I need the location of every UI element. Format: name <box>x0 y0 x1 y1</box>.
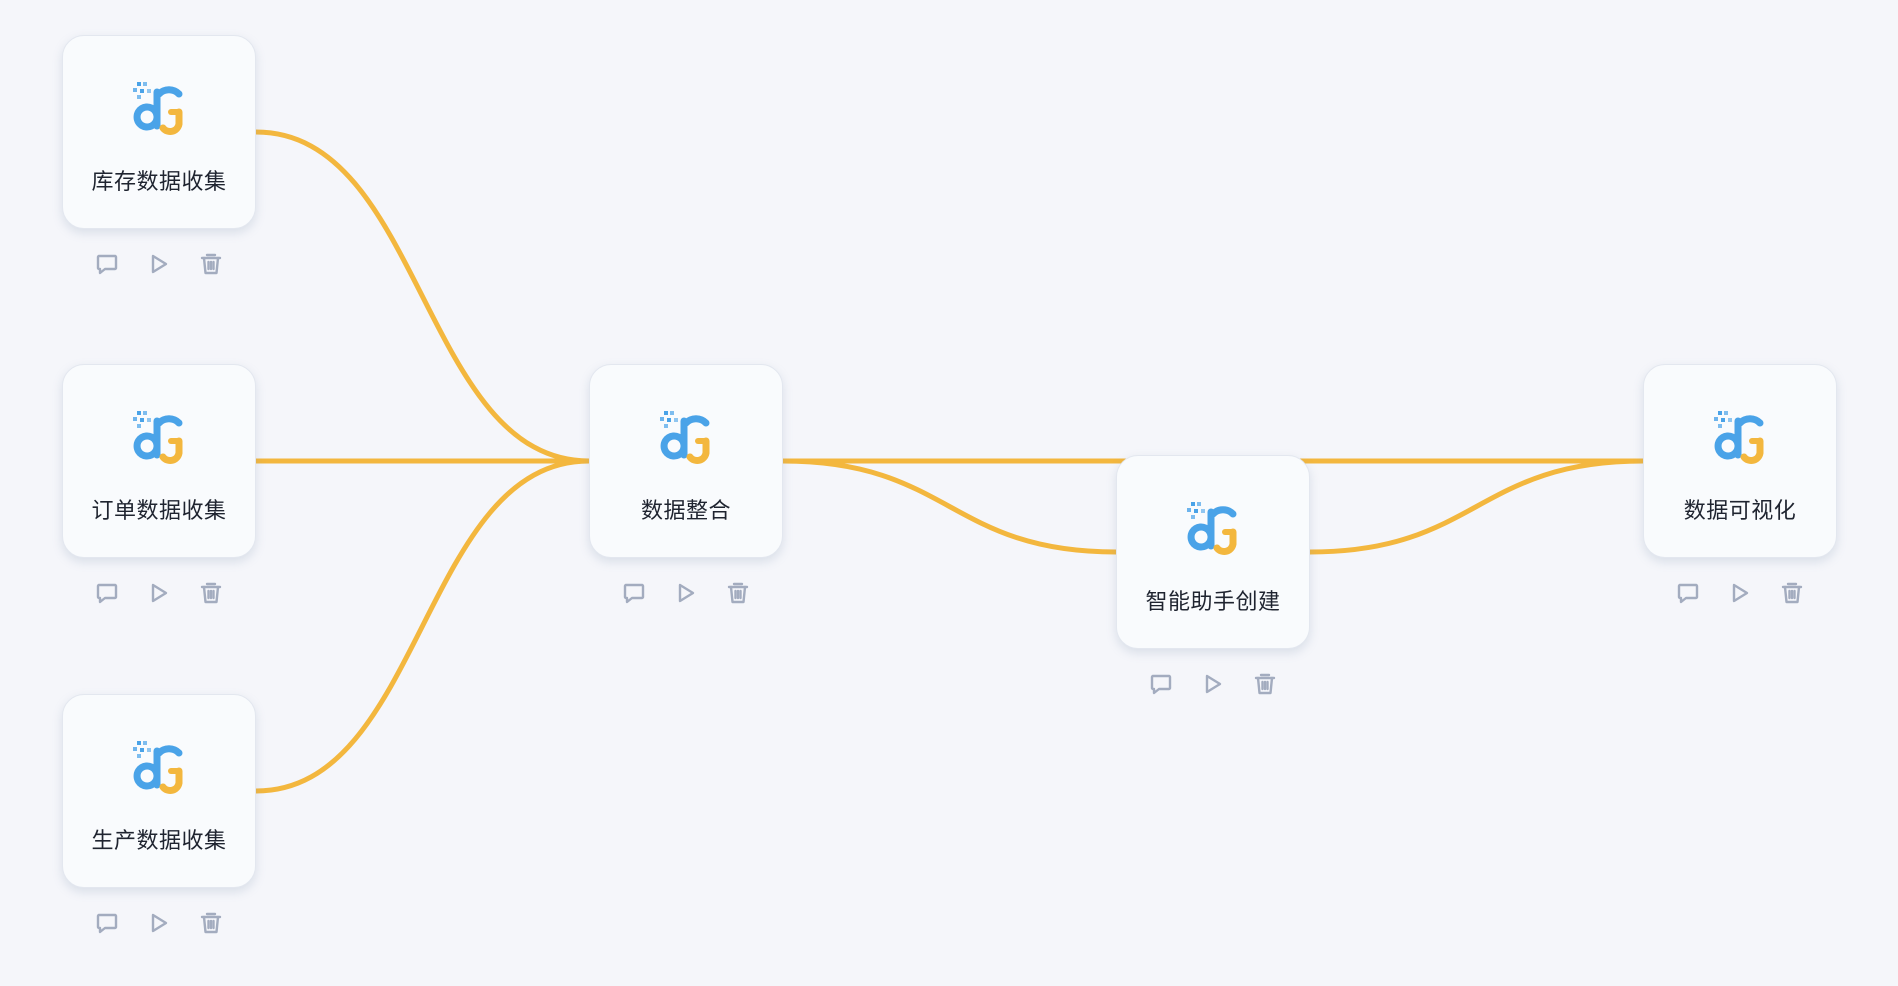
app-logo-icon <box>127 739 193 799</box>
node-actions <box>1116 669 1310 703</box>
node-actions <box>1643 578 1837 612</box>
comment-icon[interactable] <box>1146 669 1176 699</box>
app-logo-icon <box>1181 500 1247 560</box>
app-logo-icon <box>127 80 193 140</box>
node-label: 生产数据收集 <box>91 829 227 854</box>
node-label: 智能助手创建 <box>1145 590 1281 615</box>
app-logo-icon <box>654 409 720 469</box>
node-actions <box>62 249 256 283</box>
node-label: 数据整合 <box>640 499 731 524</box>
run-icon[interactable] <box>671 578 701 608</box>
app-logo-icon <box>1708 409 1774 469</box>
comment-icon[interactable] <box>619 578 649 608</box>
node-actions <box>62 578 256 612</box>
delete-icon[interactable] <box>196 578 226 608</box>
node-actions <box>589 578 783 612</box>
edge-n4-n5 <box>780 458 1119 555</box>
delete-icon[interactable] <box>1250 669 1280 699</box>
delete-icon[interactable] <box>1777 578 1807 608</box>
comment-icon[interactable] <box>92 578 122 608</box>
workflow-node[interactable]: 订单数据收集 <box>62 364 256 558</box>
run-icon[interactable] <box>144 249 174 279</box>
node-label: 订单数据收集 <box>91 499 227 524</box>
node-actions <box>62 908 256 942</box>
workflow-node[interactable]: 库存数据收集 <box>62 35 256 229</box>
app-logo-icon <box>127 409 193 469</box>
node-label: 库存数据收集 <box>91 170 227 195</box>
run-icon[interactable] <box>144 578 174 608</box>
delete-icon[interactable] <box>196 908 226 938</box>
node-label: 数据可视化 <box>1683 499 1797 524</box>
delete-icon[interactable] <box>723 578 753 608</box>
comment-icon[interactable] <box>1673 578 1703 608</box>
run-icon[interactable] <box>144 908 174 938</box>
edge-n3-n4 <box>253 458 592 794</box>
edge-n1-n4 <box>253 129 592 464</box>
delete-icon[interactable] <box>196 249 226 279</box>
workflow-node[interactable]: 智能助手创建 <box>1116 455 1310 649</box>
run-icon[interactable] <box>1725 578 1755 608</box>
edge-n5-n6 <box>1307 458 1646 555</box>
run-icon[interactable] <box>1198 669 1228 699</box>
comment-icon[interactable] <box>92 908 122 938</box>
workflow-node[interactable]: 生产数据收集 <box>62 694 256 888</box>
workflow-node[interactable]: 数据可视化 <box>1643 364 1837 558</box>
comment-icon[interactable] <box>92 249 122 279</box>
workflow-node[interactable]: 数据整合 <box>589 364 783 558</box>
